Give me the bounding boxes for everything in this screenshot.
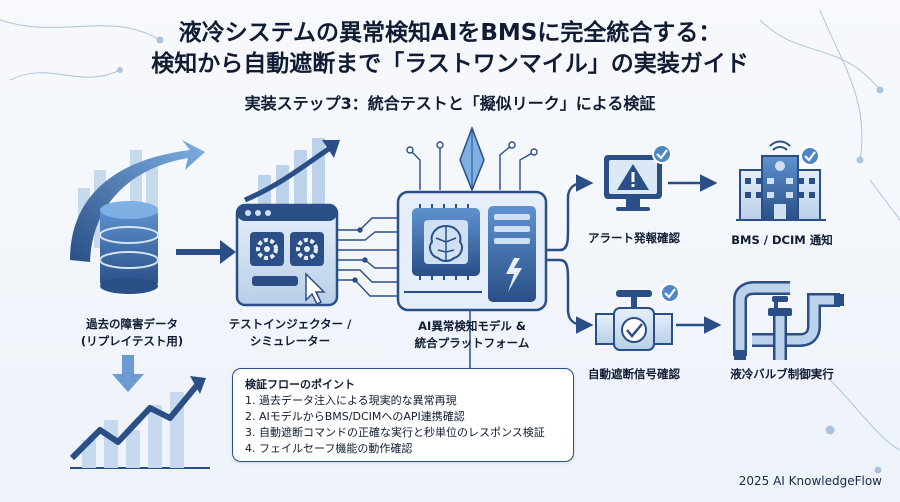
gear-icon: [290, 232, 324, 266]
test-injector-label: テストインジェクター / シミュレーター: [228, 317, 352, 348]
cursor-icon: [305, 272, 326, 306]
check-badge-icon: [660, 283, 680, 303]
verification-points-box: 検証フローのポイント 1. 過去データ注入による現実的な異常再現 2. AIモデ…: [232, 368, 574, 462]
bms-notify-label: BMS / DCIM 通知: [731, 233, 833, 247]
wifi-icon: [769, 140, 791, 151]
trend-chart-icon: [69, 355, 210, 469]
database-icon: [99, 201, 159, 294]
notes-title: 検証フローのポイント: [245, 378, 355, 391]
coolant-pipes-node: [733, 281, 844, 360]
chip-brain-icon: [412, 204, 480, 280]
ai-platform-node: [396, 125, 548, 312]
server-icon: [488, 206, 536, 302]
ai-platform-label: AI異常検知モデル & 統合プラットフォーム: [414, 319, 530, 350]
alert-check-label: アラート発報確認: [588, 231, 680, 245]
shutoff-valve-node: [595, 283, 680, 351]
valve-handle-icon: [772, 296, 788, 302]
notes-item: 2. AIモデルからBMS/DCIMへのAPI連携確認: [245, 410, 465, 423]
historical-data-node: [70, 140, 205, 294]
circuit-traces: [406, 141, 538, 190]
branch-arrows: [546, 174, 722, 334]
footer-credit: 2025 AI KnowledgeFlow: [738, 474, 882, 488]
decorative-network: [0, 9, 900, 474]
bms-building-node: [736, 140, 826, 221]
checkmark-icon: [626, 323, 643, 338]
down-arrow-icon: [112, 355, 144, 392]
notes-item: 4. フェイルセーフ機能の動作確認: [245, 442, 413, 455]
shutoff-check-label: 自動遮断信号確認: [588, 367, 680, 381]
page-subtitle: 実装ステップ3：統合テストと「擬似リーク」による検証: [244, 94, 656, 113]
title-line-1: 液冷システムの異常検知AIをBMSに完全統合する：: [178, 20, 722, 46]
valve-handle-icon: [616, 290, 652, 297]
growth-swoosh-icon: [70, 140, 205, 262]
page-title: 液冷システムの異常検知AIをBMSに完全統合する： 検知から自動遮断まで「ラスト…: [0, 18, 900, 80]
notes-item: 3. 自動遮断コマンドの正確な実行と秒単位のレスポンス検証: [245, 426, 545, 439]
circuit-traces: [337, 217, 398, 297]
test-injector-node: [235, 138, 340, 307]
valve-exec-label: 液冷バルブ制御実行: [730, 367, 834, 381]
title-line-2: 検知から自動遮断まで「ラストワンマイル」の実装ガイド: [151, 51, 749, 77]
check-badge-icon: [800, 146, 820, 166]
historical-data-label: 過去の障害データ (リプレイテスト用): [80, 317, 184, 348]
alert-monitor-node: [604, 144, 672, 211]
check-badge-icon: [652, 144, 672, 164]
gear-icon: [250, 232, 284, 266]
notes-item: 1. 過去データ注入による現実的な異常再現: [245, 394, 457, 407]
rising-bars-icon: [258, 138, 325, 205]
